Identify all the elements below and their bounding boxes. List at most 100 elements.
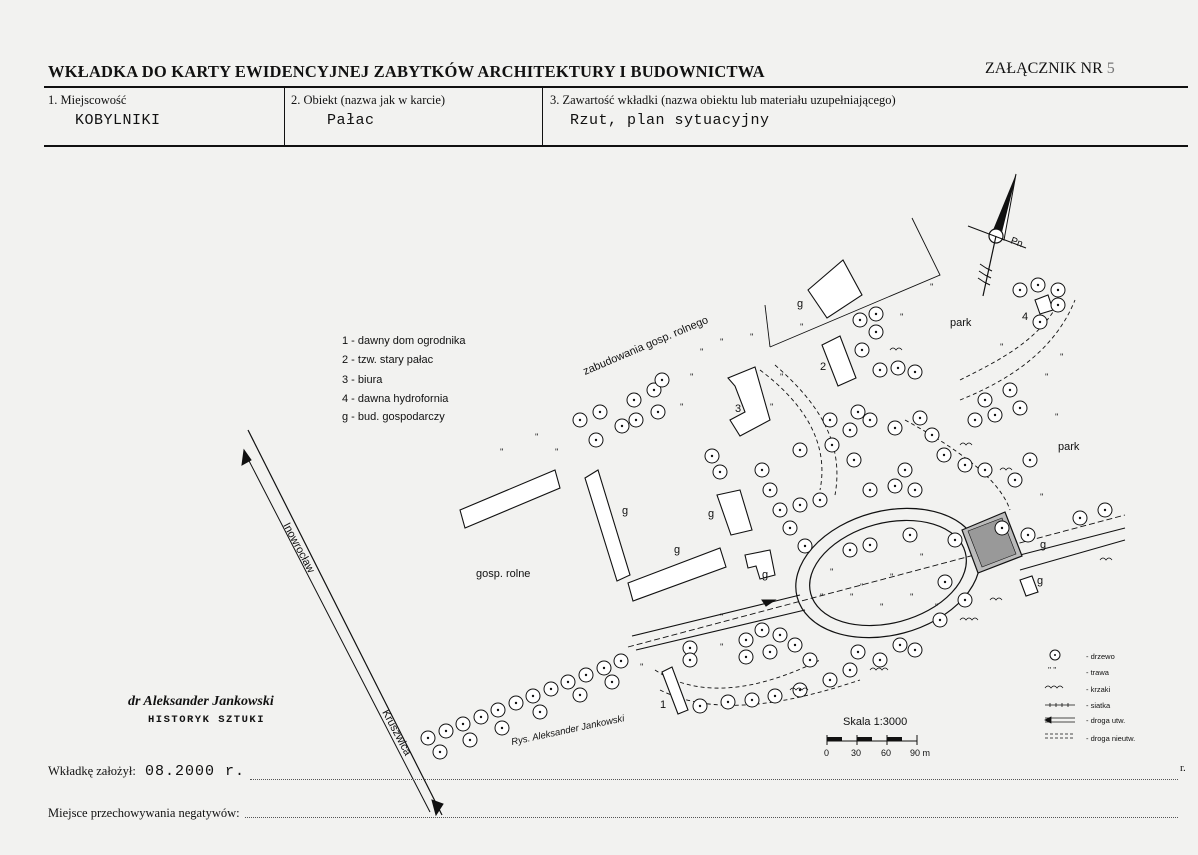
svg-text:'': '' [880, 602, 884, 612]
building-4-hydrophore [1034, 294, 1054, 315]
building-legend: 1 - dawny dom ogrodnika 2 - tzw. stary p… [342, 335, 466, 423]
scale-tick: 90 m [910, 748, 930, 758]
author-stamp-name: dr Aleksander Jankowski [128, 694, 274, 709]
scale-title: Skala 1:3000 [843, 716, 907, 728]
svg-text:'': '' [680, 402, 684, 412]
svg-text:'': '' [555, 447, 559, 457]
outbuilding-g2 [744, 549, 776, 580]
outbuilding-g3 [1019, 575, 1039, 597]
svg-text:'': '' [1055, 412, 1059, 422]
symbol-legend: - drzewo '' '' - trawa - krzaki - siatka… [1044, 649, 1135, 743]
legend-item: 1 - dawny dom ogrodnika [342, 335, 466, 347]
palace [961, 511, 1023, 574]
road-label-inowroclaw: Inowrocław [280, 521, 316, 575]
label-g: g [674, 544, 680, 556]
area-label-farm: gosp. rolne [476, 568, 530, 580]
year-suffix: r. [1180, 762, 1186, 774]
tree-symbol [1049, 649, 1061, 661]
fence-symbol [1045, 703, 1075, 707]
north-arrow: Pn [967, 173, 1027, 297]
legend-label: - krzaki [1086, 685, 1111, 694]
buildings [459, 259, 1054, 715]
svg-text:'': '' [535, 432, 539, 442]
bush-symbol [1044, 685, 1064, 689]
legend-label: - droga utw. [1086, 716, 1125, 725]
building-labels: 1 2 3 4 g g g g g g g [622, 298, 1046, 711]
locality-label: 1. Miejscowość [48, 93, 127, 107]
grass: '' '' '' '' '' '' '' '' '' '' '' '' '' '' '' '' '' '… [500, 282, 1064, 672]
barn-2 [584, 469, 631, 582]
svg-text:'': '' [800, 322, 804, 332]
area-label-farm-buildings: zabudowania gosp. rolnego [581, 314, 710, 378]
svg-text:'': '' [935, 602, 939, 612]
header-rule-top [44, 86, 1188, 88]
svg-text:'': '' [770, 402, 774, 412]
scale-tick: 60 [881, 748, 891, 758]
content-label: 3. Zawartość wkładki (nazwa obiektu lub … [550, 93, 896, 107]
legend-label: - droga nieutw. [1086, 734, 1135, 743]
label-1: 1 [660, 699, 666, 711]
legend-item: 2 - tzw. stary pałac [342, 354, 434, 366]
legend-label: - drzewo [1086, 652, 1115, 661]
label-g: g [762, 569, 768, 581]
svg-text:'': '' [750, 332, 754, 342]
legend-label: - siatka [1086, 701, 1111, 710]
svg-text:'': '' [720, 612, 724, 622]
svg-text:'': '' [500, 447, 504, 457]
scale-tick: 30 [851, 748, 861, 758]
bushes [789, 347, 1113, 691]
area-label-park: park [950, 317, 972, 329]
paved-road-symbol [1044, 716, 1075, 724]
svg-text:'': '' [1000, 342, 1004, 352]
founded-label: Wkładkę założył: [48, 764, 136, 778]
header-rule-bottom [44, 145, 1188, 147]
content-value: Rzut, plan sytuacyjny [570, 112, 770, 129]
document-title: WKŁADKA DO KARTY EWIDENCYJNEJ ZABYTKÓW A… [48, 62, 765, 81]
founded-value: 08.2000 r. [144, 763, 245, 780]
negatives-label: Miejsce przechowywania negatywów: [48, 806, 240, 820]
svg-text:'': '' [930, 282, 934, 292]
building-1-gardener-house [661, 666, 689, 715]
label-g: g [622, 505, 628, 517]
svg-text:'': '' [900, 312, 904, 322]
svg-text:'': '' [1045, 372, 1049, 382]
founded-row: Wkładkę założył: 08.2000 r. [48, 763, 245, 780]
building-3-offices [727, 366, 771, 437]
svg-text:'': '' [780, 372, 784, 382]
label-g: g [797, 298, 803, 310]
svg-text:'': '' [720, 337, 724, 347]
unpaved-paths [654, 299, 1076, 706]
road-label-kruszwica: Kruszwica [379, 708, 414, 759]
svg-text:'': '' [910, 592, 914, 602]
column-divider-2 [542, 87, 543, 146]
svg-text:'': '' [1060, 352, 1064, 362]
negatives-dotted-line [245, 817, 1178, 818]
approach-road [631, 527, 1126, 651]
legend-item: 4 - dawna hydrofornia [342, 393, 449, 405]
attachment-label: ZAŁĄCZNIK NR [985, 60, 1103, 77]
label-4: 4 [1022, 311, 1028, 323]
locality-value: KOBYLNIKI [75, 112, 161, 129]
legend-item: g - bud. gospodarczy [342, 411, 445, 423]
drafter-signature: Rys. Aleksander Jankowski [510, 713, 626, 748]
legend-label: - trawa [1086, 668, 1110, 677]
legend-item: 3 - biura [342, 374, 383, 386]
object-value: Pałac [327, 112, 375, 129]
svg-text:'': '' [720, 642, 724, 652]
svg-text:'': '' [830, 567, 834, 577]
svg-text:'': '' [700, 347, 704, 357]
estate-fence [627, 217, 1126, 648]
label-g: g [1040, 539, 1046, 551]
author-stamp-title: HISTORYK SZTUKI [148, 714, 266, 726]
svg-text:'': '' [920, 552, 924, 562]
svg-text:'': '' [890, 572, 894, 582]
outbuilding-g [716, 489, 753, 536]
long-barn [459, 469, 561, 529]
svg-text:'': '' [820, 592, 824, 602]
north-label: Pn [1009, 235, 1024, 250]
svg-text:'': '' [1040, 492, 1044, 502]
unpaved-road-symbol [1045, 733, 1075, 739]
svg-text:'': '' [640, 662, 644, 672]
